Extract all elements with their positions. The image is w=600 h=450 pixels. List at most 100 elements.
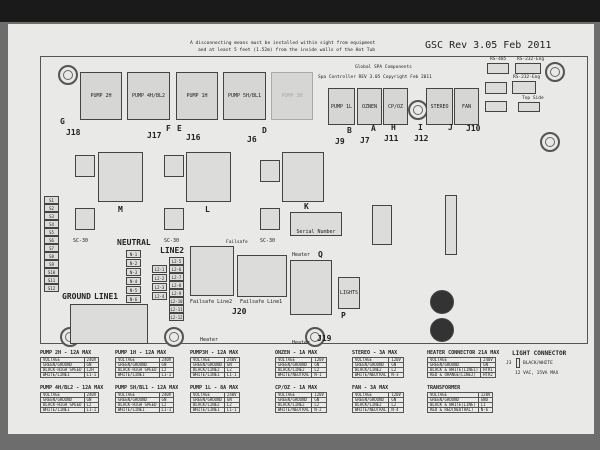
jumper-e-label: E bbox=[177, 124, 182, 133]
table-cell: N-4 bbox=[388, 407, 404, 413]
connector bbox=[485, 101, 507, 112]
relay-block bbox=[75, 208, 95, 230]
light-connector-wire: BLACK/WHITE bbox=[523, 361, 553, 366]
jumper-q-label: Q bbox=[318, 250, 323, 259]
relay-block bbox=[75, 155, 95, 177]
jumper-f-label: F bbox=[166, 124, 171, 133]
table-cell: WHITE/LINE1 bbox=[190, 407, 225, 413]
sensor-s8: S8 bbox=[44, 252, 59, 260]
serial-number-box: Serial Number bbox=[290, 212, 342, 236]
table-cell: WHITE/NEUTRAL bbox=[351, 407, 390, 413]
jumper-j11-label: J11 bbox=[384, 134, 399, 143]
relay-oznen: OZNEN bbox=[357, 88, 382, 125]
company-label: Global SPA Components bbox=[355, 65, 412, 70]
transformer-k bbox=[282, 152, 324, 202]
table-cell: RED & RED(NEUTRAL) bbox=[427, 407, 479, 413]
line2-terminal: L2-9 bbox=[169, 289, 184, 297]
heater-label: Heater bbox=[292, 340, 311, 346]
table-title: CP/OZ - 1A MAX bbox=[275, 385, 318, 391]
table-title: TRANSFORMER bbox=[427, 385, 461, 391]
jumper-j-label: J bbox=[448, 123, 453, 132]
sensor-s6: S6 bbox=[44, 236, 59, 244]
jumper-j7-label: J7 bbox=[360, 136, 370, 145]
neutral-label: NEUTRAL bbox=[117, 238, 151, 247]
relay-block bbox=[260, 208, 280, 230]
failsafe-label: Failsafe bbox=[226, 240, 248, 245]
light-connector-title: LIGHT CONNECTOR bbox=[512, 350, 567, 357]
table-cell: WHITE/NEUTRAL bbox=[351, 372, 390, 378]
neutral-n3: N-3 bbox=[126, 268, 141, 276]
sensor-s2: S2 bbox=[44, 204, 59, 212]
table-cell: RED & ORANGE(LINE2) bbox=[426, 372, 482, 378]
table-title: PUMP 2H - 12A MAX bbox=[40, 350, 92, 356]
heater-label: Heater bbox=[200, 337, 219, 343]
table-cell: WHITE/LINE1 bbox=[40, 407, 85, 413]
line2-terminal: L2-5 bbox=[169, 257, 184, 265]
failsafe-relay-line2 bbox=[190, 246, 234, 296]
neutral-n2: N-2 bbox=[126, 259, 141, 267]
table-title: PUMP 5H/BL1 - 12A MAX bbox=[115, 385, 179, 391]
jumper-b-label: B bbox=[347, 126, 352, 135]
table-cell: WHITE/LINE1 bbox=[190, 372, 225, 378]
jumper-j9-label: J9 bbox=[335, 137, 345, 146]
relay-block bbox=[260, 160, 280, 182]
table-cell: WHITE/LINE1 bbox=[40, 372, 85, 378]
sensor-s5: S5 bbox=[44, 228, 59, 236]
sensor-s9: S9 bbox=[44, 260, 59, 268]
sensor-s7: S7 bbox=[44, 244, 59, 252]
light-connector-rating: 12 VAC, 15VA MAX bbox=[515, 371, 559, 376]
relay-block bbox=[164, 155, 184, 177]
table-title: HEATER CONNECTOR 21A MAX bbox=[427, 350, 500, 356]
line2-terminal: L2-2 bbox=[152, 274, 167, 282]
capacitor bbox=[430, 290, 454, 314]
transformer-l-label: L bbox=[205, 205, 210, 214]
relay-pump-3h: PUMP 3H bbox=[271, 72, 313, 120]
light-connector-pin: J3 bbox=[506, 361, 512, 366]
line2-label: LINE2 bbox=[160, 246, 185, 255]
sc30-label: SC-30 bbox=[164, 238, 180, 244]
sensor-s1: S1 bbox=[44, 196, 59, 204]
failsafe-line1-label: Failsafe Line1 bbox=[240, 299, 283, 305]
line2-terminal: L2-11 bbox=[169, 305, 184, 313]
table-cell: HTR2 bbox=[480, 372, 496, 378]
sensor-s3: S3 bbox=[44, 212, 59, 220]
jumper-h-label: H bbox=[391, 123, 396, 132]
sensor-s4: S4 bbox=[44, 220, 59, 228]
table-title: ONZEN - 1A MAX bbox=[275, 350, 318, 356]
heater-relay bbox=[290, 260, 332, 315]
table-cell: L1-1 bbox=[223, 372, 240, 378]
line2-terminal: L2-8 bbox=[169, 281, 184, 289]
connector bbox=[485, 82, 507, 94]
table-cell: N-3 bbox=[388, 372, 404, 378]
line2-terminal: L2-6 bbox=[169, 265, 184, 273]
table-cell: WHITE/NEUTRAL bbox=[274, 407, 313, 413]
mounting-hole bbox=[540, 132, 560, 152]
jumper-j16-label: J16 bbox=[186, 133, 201, 142]
topside-label: Top Side bbox=[522, 96, 544, 101]
topside-port bbox=[518, 102, 540, 112]
rs232-label: RS-232-Eng bbox=[513, 75, 541, 80]
relay-pump-1l: PUMP 1L bbox=[328, 88, 355, 125]
sensor-s12: S12 bbox=[44, 284, 59, 292]
line2-terminal: L2-1 bbox=[152, 265, 167, 273]
component bbox=[445, 195, 457, 255]
jumper-j10-label: J10 bbox=[466, 124, 481, 133]
warning-text: and at least 5 feet (1.52m) from the ins… bbox=[198, 48, 376, 53]
table-cell: N-2 bbox=[311, 407, 327, 413]
sc30-label: SC-30 bbox=[73, 238, 89, 244]
relay-pump-5h-bl1: PUMP 5H/BL1 bbox=[223, 72, 266, 120]
rs232-port bbox=[512, 81, 536, 94]
mounting-hole bbox=[164, 327, 184, 347]
jumper-i-label: I bbox=[418, 123, 423, 132]
line2-terminal: L2-7 bbox=[169, 273, 184, 281]
